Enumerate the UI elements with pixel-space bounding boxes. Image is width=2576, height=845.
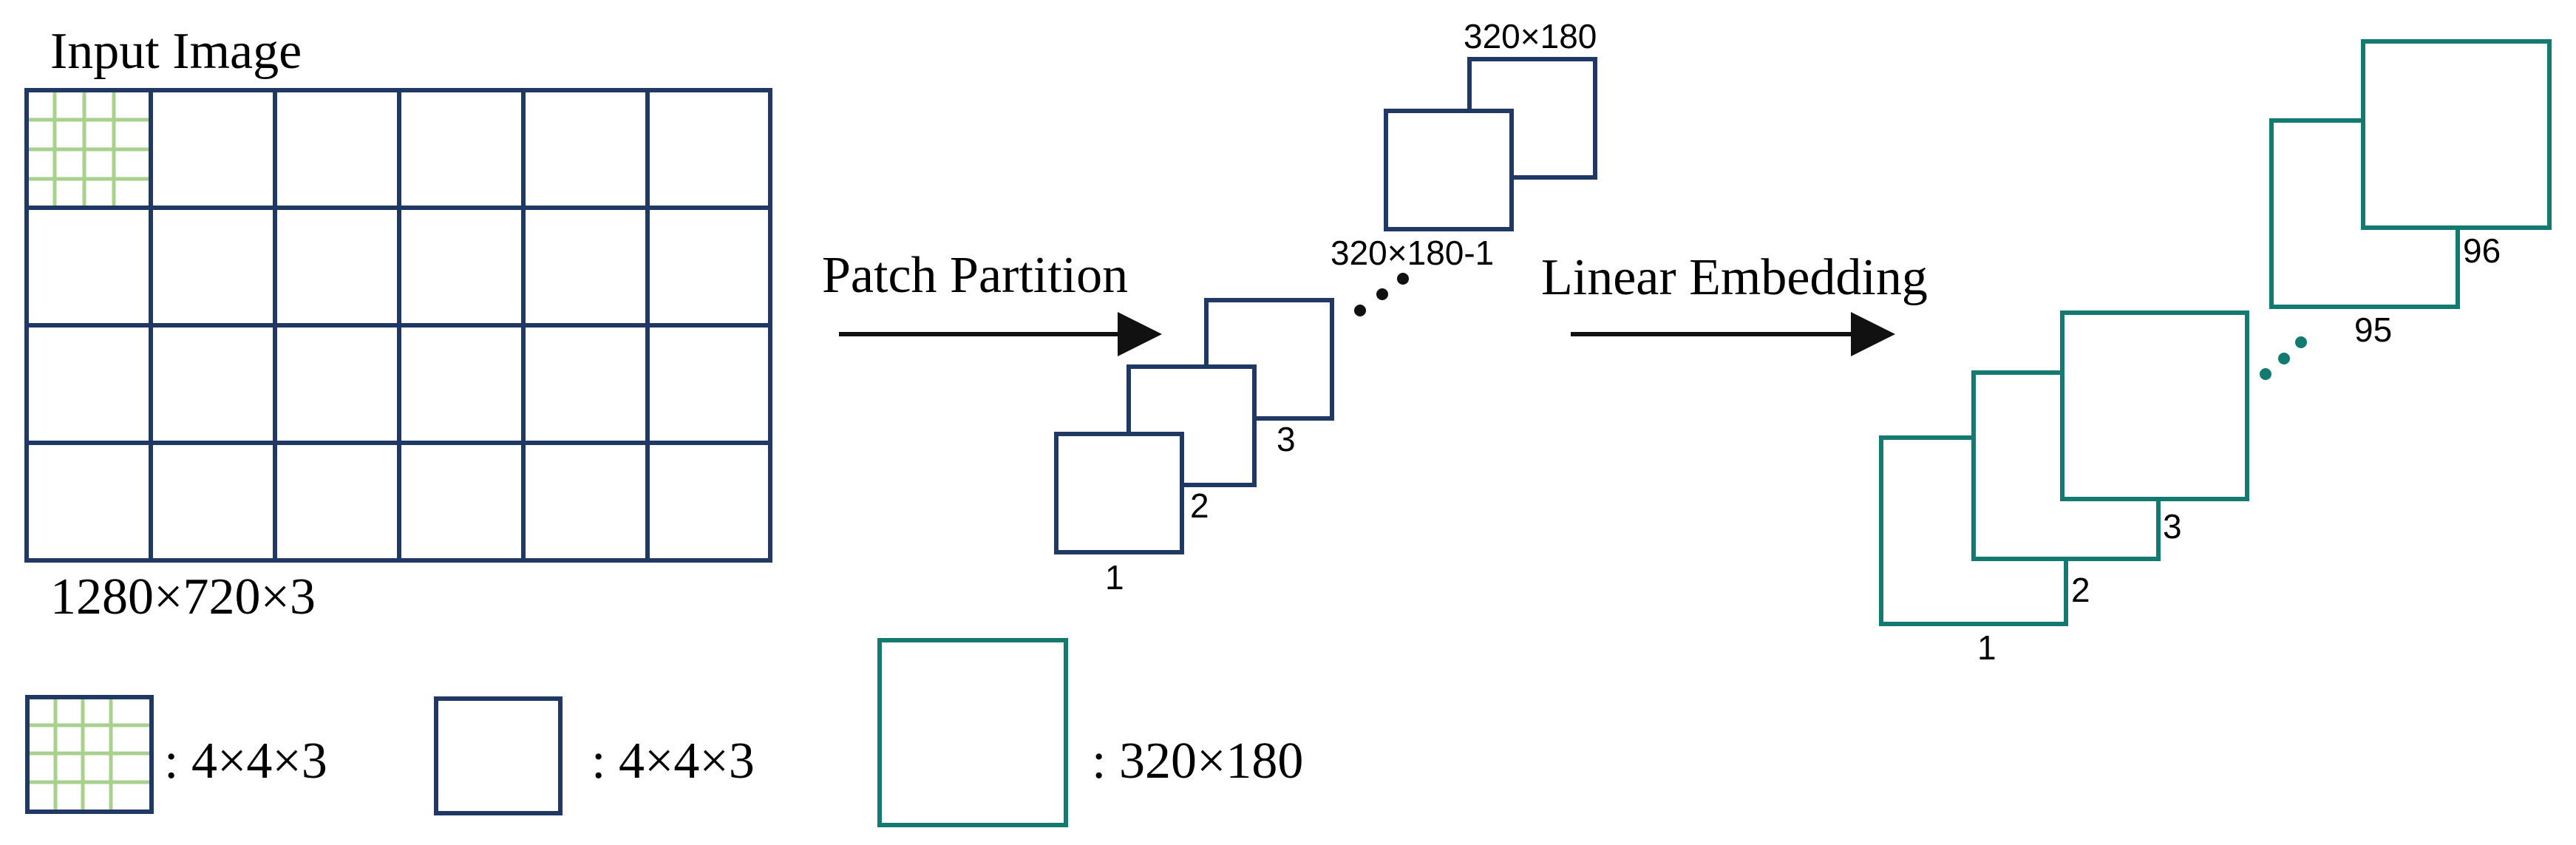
patch-box-second-last	[1384, 109, 1514, 231]
patch-label-2: 2	[1190, 486, 1209, 525]
patch-label-last: 320×180	[1464, 17, 1597, 55]
embedding-label-last: 96	[2463, 231, 2501, 270]
patch-partition-label: Patch Partition	[822, 247, 1128, 304]
patch-label-1: 1	[1105, 558, 1124, 597]
input-size-label: 1280×720×3	[50, 569, 316, 625]
legend-pixel-grid-swatch	[25, 695, 154, 814]
legend-patch-label: : 4×4×3	[591, 733, 755, 790]
embedding-ellipsis	[2260, 336, 2307, 380]
embedding-stack	[1879, 310, 2249, 626]
patch-stack-end	[1384, 57, 1597, 231]
patch-label-second-last: 320×180-1	[1331, 234, 1494, 272]
legend-patch-swatch	[434, 696, 563, 815]
embedding-stack-end	[2269, 39, 2552, 309]
embedding-label-1: 1	[1977, 628, 1996, 667]
patch-box-1	[1054, 432, 1184, 554]
embedding-box-3	[2060, 310, 2249, 501]
input-image-grid	[24, 88, 772, 563]
embedding-box-last	[2361, 39, 2552, 230]
patch-box-3	[1204, 298, 1334, 421]
legend-embedding-label: : 320×180	[1092, 733, 1303, 790]
legend: : 4×4×3 : 4×4×3 : 320×180	[25, 638, 1303, 827]
legend-pixel-grid-label: : 4×4×3	[164, 733, 327, 790]
patch-ellipsis	[1354, 273, 1409, 316]
pixel-grid-top-left	[27, 90, 151, 207]
patch-label-3: 3	[1277, 420, 1296, 458]
patch-stack	[1054, 298, 1334, 554]
legend-embedding-swatch	[877, 638, 1068, 827]
input-image-title: Input Image	[50, 23, 302, 80]
embedding-label-2: 2	[2071, 571, 2090, 609]
embedding-label-second-last: 95	[2354, 310, 2392, 349]
linear-embedding-label: Linear Embedding	[1541, 249, 1928, 306]
embedding-label-3: 3	[2163, 507, 2182, 546]
